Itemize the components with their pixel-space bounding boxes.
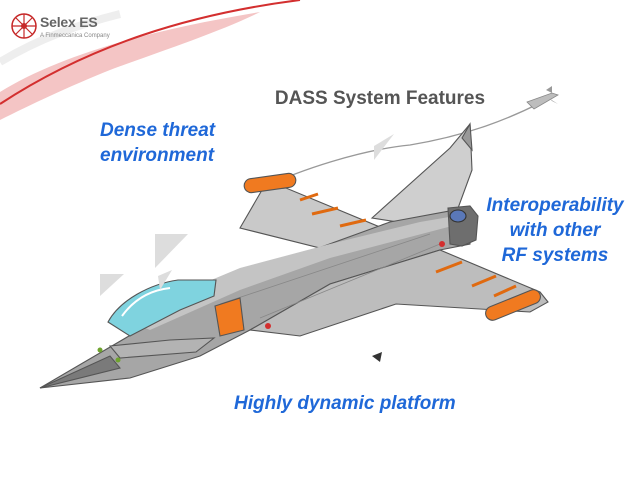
- callout-dynamic-platform: Highly dynamic platform: [234, 393, 456, 414]
- incoming-missile-icon: [526, 86, 559, 110]
- fighter-jet-illustration: [39, 122, 549, 389]
- logo-name: Selex ES: [40, 14, 98, 30]
- callout-line: Dense threat: [100, 120, 216, 141]
- callout-line: environment: [100, 145, 215, 166]
- header-swoosh: [0, 12, 260, 120]
- callout-line: RF systems: [501, 245, 609, 266]
- slide-title: DASS System Features: [274, 88, 486, 109]
- callout-line: with other: [509, 220, 601, 241]
- selex-logo-icon: [11, 13, 37, 39]
- callout-interoperability: Interoperability with other RF systems: [470, 193, 638, 268]
- decorative-fragments: [100, 134, 394, 362]
- callout-line: Interoperability: [486, 195, 624, 216]
- missile-trajectory: [261, 102, 541, 189]
- callout-dense-threat: Dense threat environment: [100, 118, 215, 168]
- logo-subtitle: A Finmeccanica Company: [40, 33, 110, 39]
- header-swoosh-stroke: [0, 0, 301, 105]
